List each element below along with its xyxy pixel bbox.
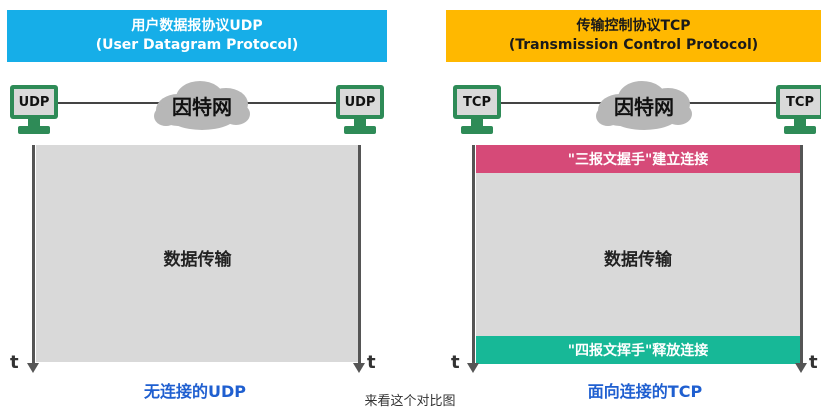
udp-left-time-axis	[32, 145, 35, 365]
tcp-handshake-bar: "三报文握手"建立连接	[476, 145, 800, 173]
udp-right-time-arrow	[353, 363, 365, 373]
udp-left-time-arrow	[27, 363, 39, 373]
udp-transfer-area: 数据传输	[36, 145, 359, 362]
udp-left-computer-icon: UDP	[10, 85, 58, 137]
tcp-right-time-axis	[800, 145, 803, 365]
udp-subtitle: (User Datagram Protocol)	[95, 37, 299, 53]
tcp-transfer-area: 数据传输	[476, 173, 800, 336]
tcp-left-time-label: t	[451, 352, 460, 373]
tcp-internet-cloud-icon: 因特网	[590, 78, 698, 132]
tcp-left-computer-icon: TCP	[453, 85, 501, 137]
udp-left-time-label: t	[10, 352, 19, 373]
udp-right-host-label: UDP	[340, 89, 380, 115]
tcp-header-banner: 传输控制协议TCP (Transmission Control Protocol…	[446, 10, 821, 62]
tcp-right-time-label: t	[809, 352, 818, 373]
udp-right-time-axis	[358, 145, 361, 365]
udp-internet-cloud-icon: 因特网	[148, 78, 256, 132]
tcp-right-time-arrow	[795, 363, 807, 373]
tcp-data-transfer-label: 数据传输	[604, 250, 672, 270]
udp-internet-label: 因特网	[172, 94, 232, 119]
tcp-right-host-label: TCP	[780, 89, 820, 115]
udp-title: 用户数据报协议UDP	[131, 18, 263, 34]
tcp-internet-label: 因特网	[614, 94, 674, 119]
tcp-subtitle: (Transmission Control Protocol)	[508, 37, 759, 53]
video-subtitle: 来看这个对比图	[364, 394, 456, 409]
tcp-left-time-arrow	[467, 363, 479, 373]
udp-right-computer-icon: UDP	[336, 85, 384, 137]
udp-caption: 无连接的UDP	[143, 382, 246, 401]
udp-data-transfer-label: 数据传输	[163, 250, 232, 270]
udp-header-banner: 用户数据报协议UDP (User Datagram Protocol)	[7, 10, 387, 62]
tcp-left-host-label: TCP	[457, 89, 497, 115]
tcp-wave-bar: "四报文挥手"释放连接	[476, 336, 800, 364]
udp-left-host-label: UDP	[14, 89, 54, 115]
tcp-caption: 面向连接的TCP	[587, 382, 703, 401]
tcp-right-computer-icon: TCP	[776, 85, 821, 137]
udp-right-time-label: t	[367, 352, 376, 373]
tcp-left-time-axis	[472, 145, 475, 365]
tcp-title: 传输控制协议TCP	[576, 18, 691, 34]
